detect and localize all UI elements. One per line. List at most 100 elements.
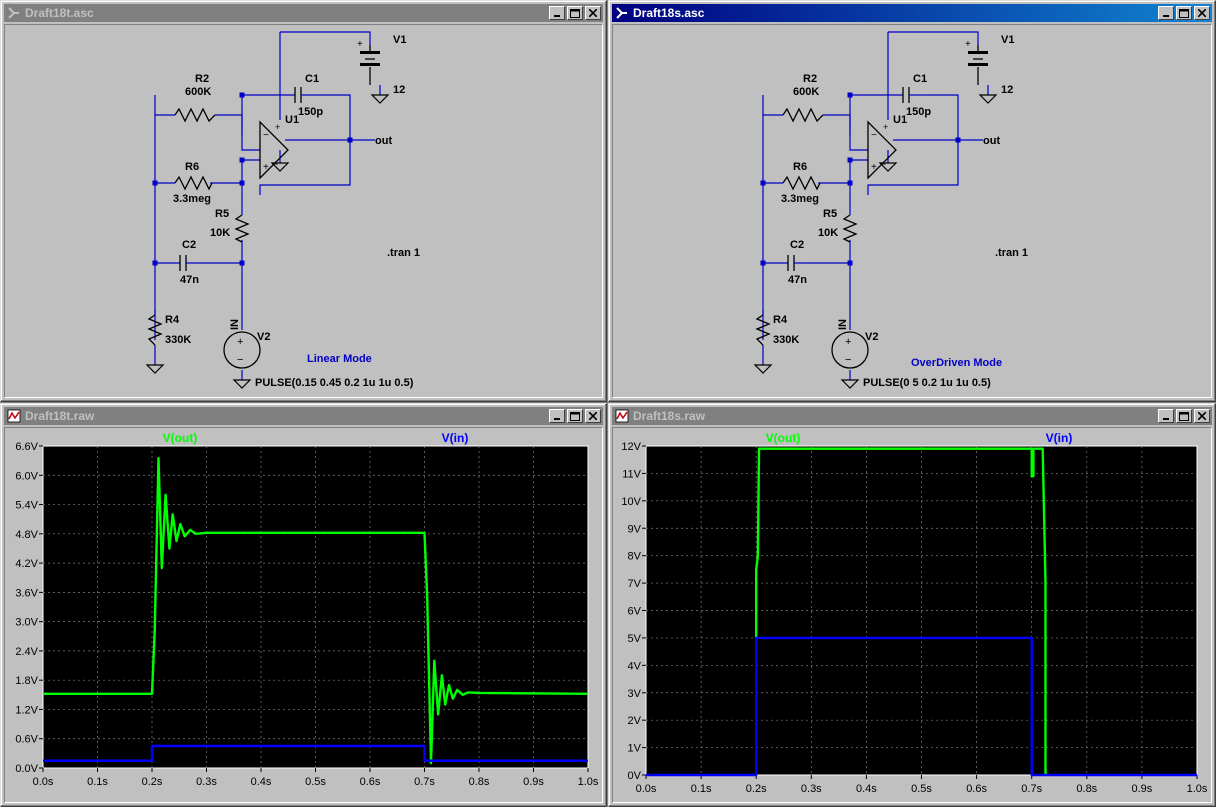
waveform-1-titlebar[interactable]: Draft18t.raw xyxy=(4,407,603,425)
ground-icon xyxy=(232,379,252,389)
resistor-r2 xyxy=(782,107,824,123)
minimize-button[interactable] xyxy=(549,409,565,423)
x-tick-label: 0.0s xyxy=(636,783,657,795)
resistor-r4 xyxy=(755,314,771,346)
resistor-r6 xyxy=(174,175,213,191)
junction-dot xyxy=(239,92,245,98)
opamp-supply-plus: + xyxy=(275,122,280,132)
label-v1: V1 xyxy=(1001,34,1014,46)
label-u1: U1 xyxy=(893,114,907,126)
mode-note: Linear Mode xyxy=(307,353,372,365)
tran-directive: .tran 1 xyxy=(387,247,420,259)
wire-r2-left xyxy=(762,95,783,116)
waveform-2-titlebar[interactable]: Draft18s.raw xyxy=(612,407,1212,425)
value-v1: 12 xyxy=(393,84,405,96)
source-minus-sign: − xyxy=(237,354,243,366)
wire-supply xyxy=(280,31,371,45)
pulse-value: PULSE(0.15 0.45 0.2 1u 1u 0.5) xyxy=(255,377,414,389)
close-button[interactable] xyxy=(585,6,601,20)
minimize-button[interactable] xyxy=(549,6,565,20)
series-line-vout xyxy=(43,457,589,765)
schematic-1-drawing[interactable]: −++−++−R2600KC1150pU1V112outR63.3megR510… xyxy=(5,25,603,398)
value-r5: 10K xyxy=(818,227,838,239)
wire-c1-right xyxy=(315,94,351,140)
label-c1: C1 xyxy=(305,73,319,85)
ground-icon xyxy=(878,162,898,172)
schematic-1-titlebar[interactable]: Draft18t.asc xyxy=(4,4,603,22)
ground-icon xyxy=(753,364,773,374)
series-line-vin xyxy=(43,744,588,762)
value-r6: 3.3meg xyxy=(173,193,211,205)
junction-dot xyxy=(847,92,853,98)
tran-directive: .tran 1 xyxy=(995,247,1028,259)
resistor-r2 xyxy=(174,107,216,123)
close-button[interactable] xyxy=(1194,6,1210,20)
x-tick-label: 0.4s xyxy=(251,776,272,788)
junction-dot xyxy=(847,260,853,266)
label-r4: R4 xyxy=(165,314,180,326)
y-tick-label: 1.8V xyxy=(15,675,38,687)
value-r4: 330K xyxy=(773,334,799,346)
maximize-button[interactable] xyxy=(1176,6,1192,20)
x-tick-label: 0.9s xyxy=(523,776,544,788)
opamp-minus-sign: − xyxy=(871,130,877,141)
junction-dot xyxy=(239,180,245,186)
junction-dot xyxy=(760,260,766,266)
close-button[interactable] xyxy=(1194,409,1210,423)
ground-icon xyxy=(978,94,998,104)
label-r5: R5 xyxy=(215,208,229,220)
schematic-2-drawing[interactable]: −++−++−R2600KC1150pU1V112outR63.3megR510… xyxy=(613,25,1212,398)
minimize-button[interactable] xyxy=(1158,6,1174,20)
battery-v1-plate xyxy=(360,51,380,54)
battery-v1-plate xyxy=(968,51,988,54)
y-tick-label: 10V xyxy=(621,496,641,508)
maximize-button[interactable] xyxy=(567,6,583,20)
ground-icon xyxy=(840,379,860,389)
maximize-button[interactable] xyxy=(1176,409,1192,423)
y-tick-label: 0.0V xyxy=(15,763,38,775)
x-tick-label: 0.2s xyxy=(746,783,767,795)
label-v1: V1 xyxy=(393,34,406,46)
value-c1: 150p xyxy=(906,106,931,118)
opamp-u1 xyxy=(867,120,897,180)
opamp-supply-minus: − xyxy=(273,159,278,169)
label-r4: R4 xyxy=(773,314,788,326)
y-tick-label: 4V xyxy=(628,660,642,672)
schematic-2-titlebar[interactable]: Draft18s.asc xyxy=(612,4,1212,22)
junction-dot xyxy=(347,137,353,143)
label-r6: R6 xyxy=(185,161,199,173)
junction-dot xyxy=(152,180,158,186)
series-line-vin xyxy=(646,636,1197,777)
ltspice-schematic-icon xyxy=(6,5,22,21)
y-tick-label: 3.0V xyxy=(15,617,38,629)
ltspice-schematic-icon xyxy=(614,5,630,21)
resistor-r6 xyxy=(782,175,821,191)
schematic-2-title: Draft18s.asc xyxy=(633,6,705,20)
x-tick-label: 0.3s xyxy=(196,776,217,788)
close-button[interactable] xyxy=(585,409,601,423)
label-in: IN xyxy=(837,319,849,330)
source-minus-sign: − xyxy=(845,354,851,366)
maximize-button[interactable] xyxy=(567,409,583,423)
x-tick-label: 0.5s xyxy=(305,776,326,788)
y-tick-label: 3.6V xyxy=(15,587,38,599)
label-c1: C1 xyxy=(913,73,927,85)
label-c2: C2 xyxy=(790,239,804,251)
value-r4: 330K xyxy=(165,334,191,346)
y-tick-label: 9V xyxy=(628,523,642,535)
value-r2: 600K xyxy=(793,86,819,98)
x-tick-label: 0.6s xyxy=(966,783,987,795)
label-v2: V2 xyxy=(257,331,270,343)
minimize-button[interactable] xyxy=(1158,409,1174,423)
junction-dot xyxy=(239,260,245,266)
